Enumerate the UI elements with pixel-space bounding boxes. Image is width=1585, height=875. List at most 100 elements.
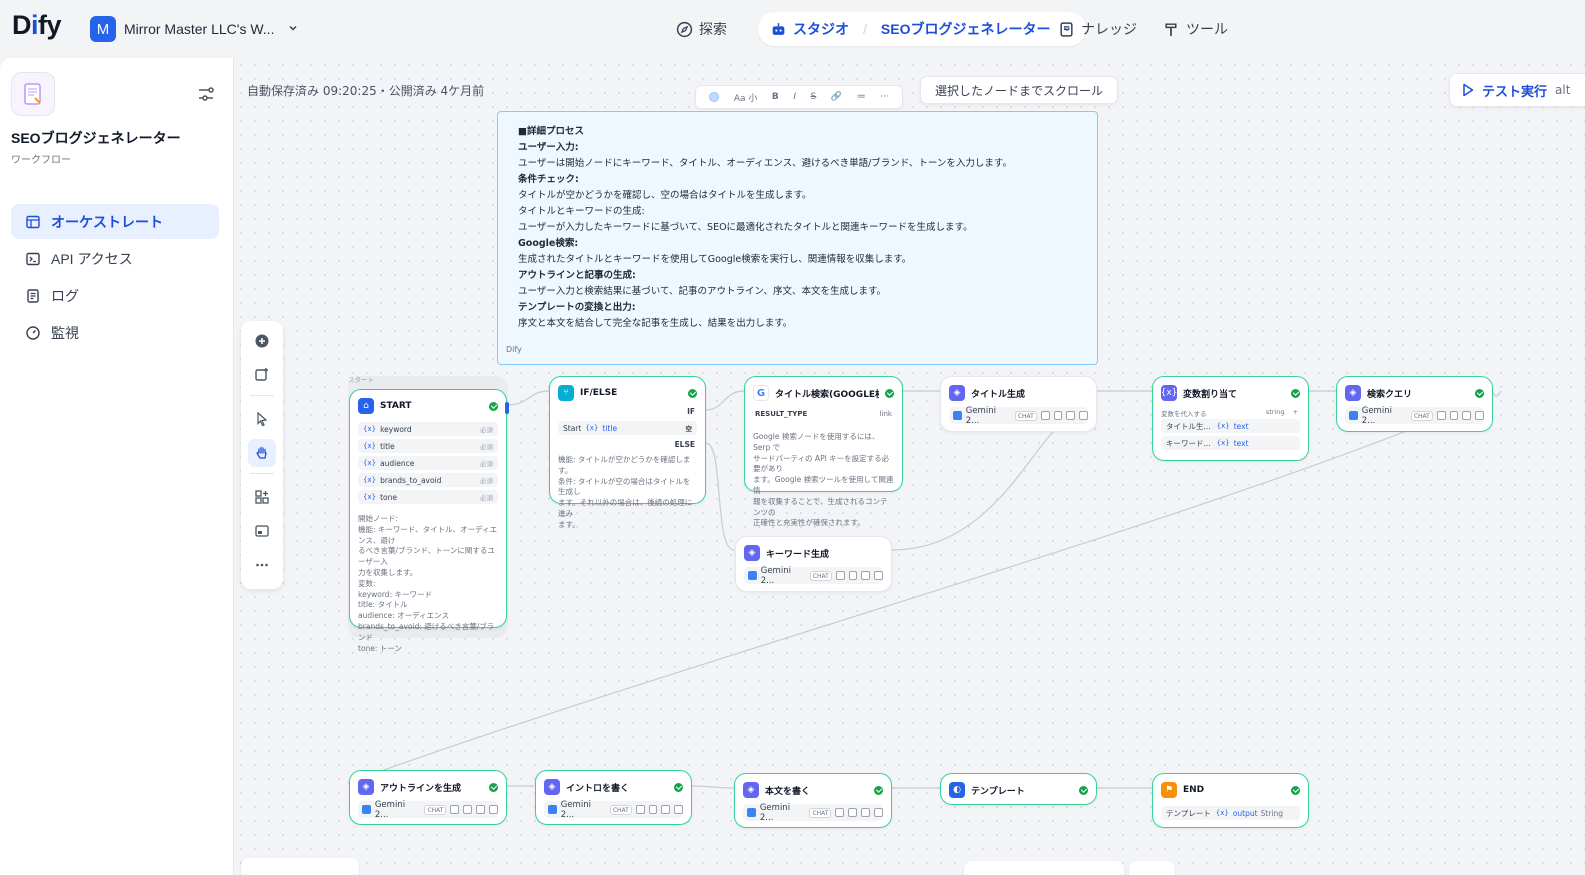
bottom-panel-left[interactable]: [964, 861, 1124, 875]
model-selector[interactable]: Gemini 2... CHAT: [544, 800, 684, 820]
node-keyword-generation[interactable]: ◈ キーワード生成 Gemini 2... CHAT: [735, 536, 892, 592]
success-check-icon: [874, 785, 883, 795]
desc-line: 報を収集することで、生成されるコンテンツの: [753, 496, 888, 517]
test-run-button[interactable]: テスト実行 alt: [1449, 73, 1585, 107]
feature-icon: [635, 805, 645, 814]
sidebar-item-api-access[interactable]: API アクセス: [11, 241, 219, 276]
note-line: Google検索:: [518, 238, 579, 249]
sidebar-item-label: ログ: [51, 287, 79, 304]
font-size-button[interactable]: Aa 小: [733, 93, 758, 104]
compass-icon: [676, 21, 693, 37]
feature-icon: [476, 805, 486, 814]
node-outline[interactable]: ◈ アウトラインを生成 Gemini 2... CHAT: [349, 770, 507, 825]
else-label: ELSE: [674, 440, 695, 449]
pointer-mode-button[interactable]: [248, 405, 276, 433]
bullet-list-button[interactable]: ≔: [856, 92, 866, 102]
node-title: テンプレート: [971, 786, 1025, 797]
model-selector[interactable]: Gemini 2... CHAT: [949, 406, 1089, 426]
tool-palette: [241, 321, 283, 589]
strikethrough-button[interactable]: S: [810, 92, 817, 102]
app-icon[interactable]: [11, 72, 55, 116]
feature-icon: [848, 808, 858, 817]
node-body[interactable]: ◈ 本文を書く Gemini 2... CHAT: [734, 773, 892, 828]
workspace-switcher[interactable]: M Mirror Master LLC's W...: [90, 16, 298, 42]
note-line: ユーザー入力と検索結果に基づいて、記事のアウトライン、序文、本文を生成します。: [518, 286, 887, 297]
variable-icon: {x}: [1161, 385, 1177, 401]
current-app-label[interactable]: SEOブログジェネレーター: [880, 21, 1051, 37]
sidebar-item-label: オーケストレート: [51, 213, 163, 230]
feature-icon: [1449, 411, 1459, 420]
gemini-icon: [953, 411, 962, 420]
var-name: brands_to_avoid: [380, 475, 442, 485]
note-color-picker[interactable]: [709, 92, 720, 102]
file-list-icon: [27, 288, 39, 303]
var-required: 必須: [480, 426, 493, 434]
feature-icon: [1475, 411, 1485, 420]
feature-icon: [450, 805, 460, 814]
organize-nodes-button[interactable]: [248, 483, 276, 511]
scroll-to-selected-button[interactable]: 選択したノードまでスクロール: [920, 76, 1119, 104]
sidebar-item-logs[interactable]: ログ: [11, 278, 219, 313]
assign-source: text: [1233, 421, 1249, 431]
llm-icon: ◈: [743, 782, 759, 798]
sticky-note[interactable]: ■詳細プロセスユーザー入力:ユーザーは開始ノードにキーワード、タイトル、オーディ…: [497, 111, 1098, 365]
node-title: 変数割り当て: [1183, 389, 1238, 400]
note-line: ■詳細プロセス: [518, 126, 584, 137]
nav-studio[interactable]: スタジオ / SEOブログジェネレーター: [758, 12, 1087, 46]
end-output-row: テンプレート {x}output String: [1161, 806, 1300, 820]
plus-icon[interactable]: +: [1292, 408, 1298, 416]
model-selector[interactable]: Gemini 2... CHAT: [743, 803, 883, 823]
workflow-canvas[interactable]: 自動保存済み 09:20:25・公開済み 4ケ月前 Aa 小 B I S 🔗 ≔…: [234, 58, 1585, 875]
note-content[interactable]: ■詳細プロセスユーザー入力:ユーザーは開始ノードにキーワード、タイトル、オーディ…: [518, 124, 1077, 332]
success-check-icon: [489, 782, 498, 792]
node-end[interactable]: ⚑ END テンプレート {x}output String: [1152, 773, 1309, 828]
node-template[interactable]: ◐ テンプレート: [940, 773, 1097, 805]
gemini-icon: [362, 805, 371, 814]
nav-studio-label: スタジオ: [793, 21, 849, 37]
nav-knowledge[interactable]: ナレッジ: [1058, 12, 1137, 46]
node-search-query[interactable]: ◈ 検索クエリ Gemini 2... CHAT: [1336, 376, 1493, 432]
feature-icon: [1053, 411, 1063, 420]
test-run-label: テスト実行: [1482, 84, 1548, 100]
model-selector[interactable]: Gemini 2... CHAT: [358, 800, 498, 820]
italic-button[interactable]: I: [793, 92, 796, 102]
more-button[interactable]: ···: [880, 92, 889, 102]
link-button[interactable]: 🔗: [830, 92, 843, 102]
assign-target: タイトル生...: [1166, 421, 1211, 431]
dify-logo[interactable]: Dify: [12, 10, 62, 40]
model-selector[interactable]: Gemini 2... CHAT: [1345, 406, 1485, 426]
note-line: アウトラインと記事の生成:: [518, 270, 636, 281]
output-handle[interactable]: [505, 402, 509, 414]
add-note-button[interactable]: [248, 361, 276, 389]
more-options-button[interactable]: [248, 551, 276, 579]
desc-line: 正確性と充実性が確保されます。: [753, 518, 865, 528]
node-if-else[interactable]: ⑂ IF/ELSE IF Start {x}title 空 ELSE 機能: タ…: [549, 376, 706, 529]
success-check-icon: [688, 388, 697, 398]
minimap-button[interactable]: [248, 517, 276, 545]
node-intro[interactable]: ◈ イントロを書く Gemini 2... CHAT: [535, 770, 692, 825]
desc-line: Google 検索ノードを使用するには、Serp で: [753, 432, 880, 452]
nav-tools[interactable]: ツール: [1163, 12, 1228, 46]
node-variable-assign[interactable]: {x} 変数割り当て 変数を代入する string + タイトル生...{x}t…: [1152, 376, 1309, 461]
bold-button[interactable]: B: [771, 92, 779, 102]
feature-icon: [674, 805, 684, 814]
feature-icon: [648, 805, 658, 814]
bottom-panel-right[interactable]: [1129, 861, 1175, 875]
undo-redo-controls[interactable]: [241, 858, 359, 875]
note-line: 条件チェック:: [518, 174, 579, 185]
node-google-search[interactable]: G タイトル検索(GOOGLE検索) RESULT_TYPE link Goog…: [744, 376, 903, 527]
model-selector[interactable]: Gemini 2... CHAT: [744, 566, 884, 586]
add-node-button[interactable]: [248, 327, 276, 355]
hand-mode-button[interactable]: [248, 439, 276, 467]
app-sidebar: SEOブログジェネレーター ワークフロー オーケストレート API アクセス ロ…: [0, 58, 234, 875]
node-title-generation[interactable]: ◈ タイトル生成 Gemini 2... CHAT: [940, 376, 1097, 432]
sidebar-item-orchestrate[interactable]: オーケストレート: [11, 204, 219, 239]
nav-explore[interactable]: 探索: [676, 12, 727, 46]
feature-icon: [661, 805, 671, 814]
workspace-name: Mirror Master LLC's W...: [124, 21, 275, 37]
sidebar-item-monitoring[interactable]: 監視: [11, 315, 219, 350]
workflow-edges: [347, 390, 1502, 789]
sliders-icon[interactable]: [196, 84, 216, 104]
